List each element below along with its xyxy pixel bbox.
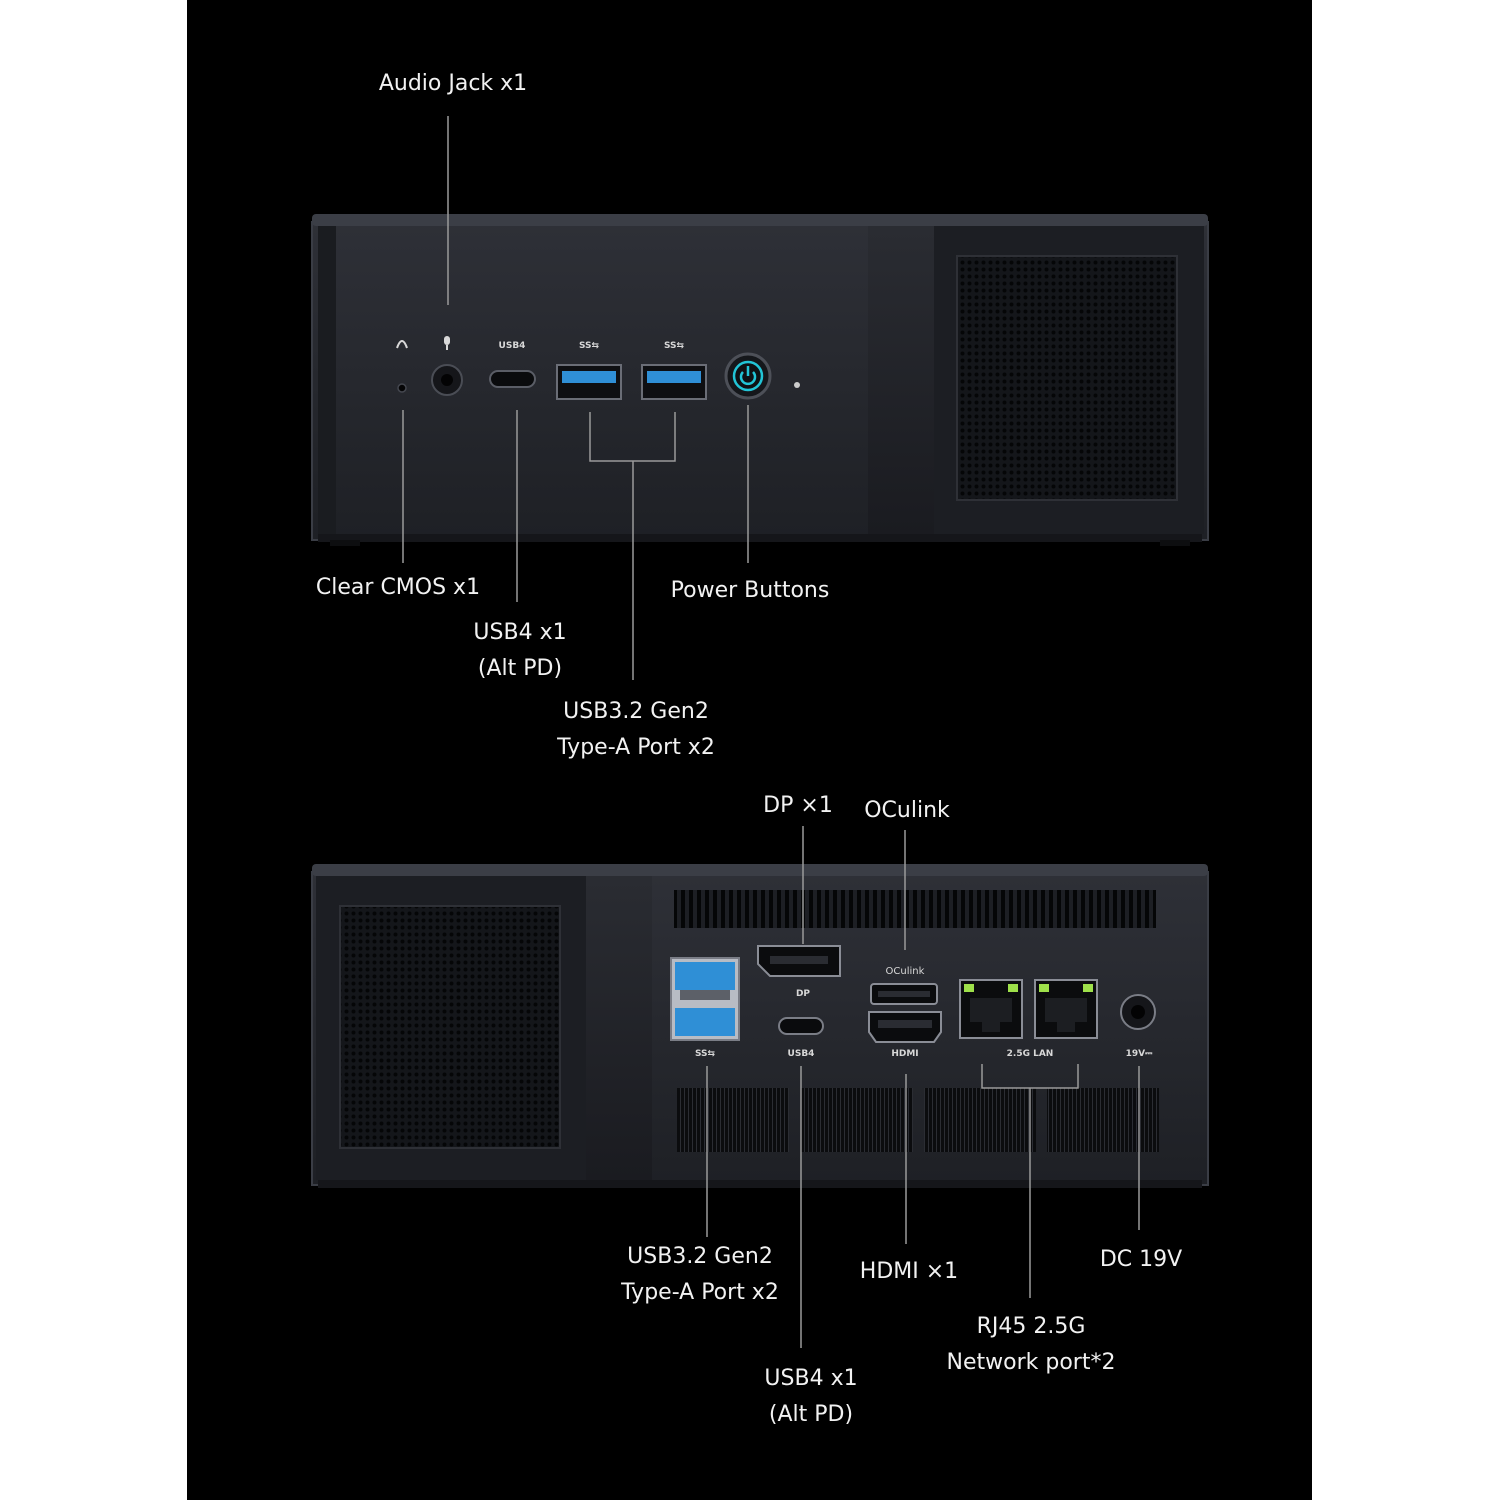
label-rear-usb32-line1: USB3.2 Gen2 xyxy=(627,1244,773,1269)
label-power-buttons-text: Power Buttons xyxy=(670,578,830,603)
label-front-usb4-line1: USB4 x1 xyxy=(473,620,567,645)
power-button xyxy=(724,352,772,400)
usb4-port xyxy=(489,370,536,388)
label-clear-cmos-text: Clear CMOS x1 xyxy=(315,575,481,600)
label-rear-usb4-line1: USB4 x1 xyxy=(764,1366,858,1391)
rear-usb-a-ports xyxy=(670,957,740,1041)
rear-lan-port-2 xyxy=(1034,979,1098,1039)
label-front-usb4: USB4 x1 (Alt PD) xyxy=(473,615,566,687)
label-rj45: RJ45 2.5G Network port*2 xyxy=(947,1309,1116,1381)
front-marking-ss-b: SS⇆ xyxy=(664,341,685,351)
rear-dc-jack xyxy=(1120,994,1156,1030)
rear-vent-mesh xyxy=(339,905,561,1149)
rear-fin-4 xyxy=(1047,1088,1159,1152)
rear-marking-lan: 2.5G LAN xyxy=(1007,1049,1054,1059)
usb-a-port-1 xyxy=(556,364,622,400)
rear-marking-hdmi: HDMI xyxy=(891,1049,918,1059)
front-vent-mesh xyxy=(956,255,1178,501)
headphone-icon xyxy=(396,340,408,349)
label-clear-cmos: Clear CMOS x1 xyxy=(316,570,480,606)
rear-fin-3 xyxy=(924,1088,1036,1152)
label-audio-jack-text: Audio Jack x1 xyxy=(378,71,528,96)
rear-marking-dc: 19V⎓ xyxy=(1126,1049,1153,1059)
label-front-usb4-line2: (Alt PD) xyxy=(477,656,563,681)
label-dc: DC 19V xyxy=(1100,1242,1182,1278)
rear-oculink-port xyxy=(870,983,938,1005)
label-dc-text: DC 19V xyxy=(1099,1247,1183,1272)
front-marking-ss-a: SS⇆ xyxy=(579,341,600,351)
label-rear-usb4-line2: (Alt PD) xyxy=(768,1402,854,1427)
label-rj45-line2: Network port*2 xyxy=(946,1350,1116,1375)
front-device xyxy=(311,214,1209,546)
label-audio-jack: Audio Jack x1 xyxy=(379,66,527,102)
label-hdmi: HDMI ×1 xyxy=(860,1254,958,1290)
rear-device xyxy=(311,864,1209,1188)
label-rear-usb32-line2: Type-A Port x2 xyxy=(621,1280,779,1305)
label-front-usb32: USB3.2 Gen2 Type-A Port x2 xyxy=(557,694,715,766)
front-leader-lines xyxy=(402,116,749,680)
label-hdmi-text: HDMI ×1 xyxy=(859,1259,959,1284)
rear-dp-port xyxy=(757,945,841,977)
clear-cmos-hole xyxy=(397,383,407,393)
microphone-icon xyxy=(444,336,450,350)
label-oculink-text: OCulink xyxy=(864,798,950,823)
rear-marking-ss: SS⇆ xyxy=(695,1049,716,1059)
rear-marking-oculink: OCulink xyxy=(886,966,925,977)
rear-fin-2 xyxy=(801,1088,913,1152)
label-dp: DP ×1 xyxy=(763,788,833,824)
rear-lan-port-1 xyxy=(959,979,1023,1039)
label-dp-text: DP ×1 xyxy=(763,793,833,818)
power-led xyxy=(794,382,800,388)
rear-usb4-port xyxy=(778,1017,824,1035)
label-front-usb32-line2: Type-A Port x2 xyxy=(557,735,715,760)
label-rear-usb4: USB4 x1 (Alt PD) xyxy=(764,1361,857,1433)
label-power-buttons: Power Buttons xyxy=(671,573,830,609)
usb-a-port-2 xyxy=(641,364,707,400)
label-rear-usb32: USB3.2 Gen2 Type-A Port x2 xyxy=(621,1239,779,1311)
label-rj45-line1: RJ45 2.5G xyxy=(976,1314,1086,1339)
rear-marking-dp: DP xyxy=(796,989,810,999)
rear-leader-lines xyxy=(706,826,1140,1348)
rear-top-vent xyxy=(674,890,1156,928)
rear-marking-usb4: USB4 xyxy=(788,1049,815,1059)
front-marking-usb4: USB4 xyxy=(499,341,526,351)
label-front-usb32-line1: USB3.2 Gen2 xyxy=(563,699,709,724)
power-icon xyxy=(739,366,757,386)
rear-fin-1 xyxy=(677,1088,789,1152)
rear-hdmi-port xyxy=(868,1011,942,1043)
label-oculink: OCulink xyxy=(864,793,950,829)
